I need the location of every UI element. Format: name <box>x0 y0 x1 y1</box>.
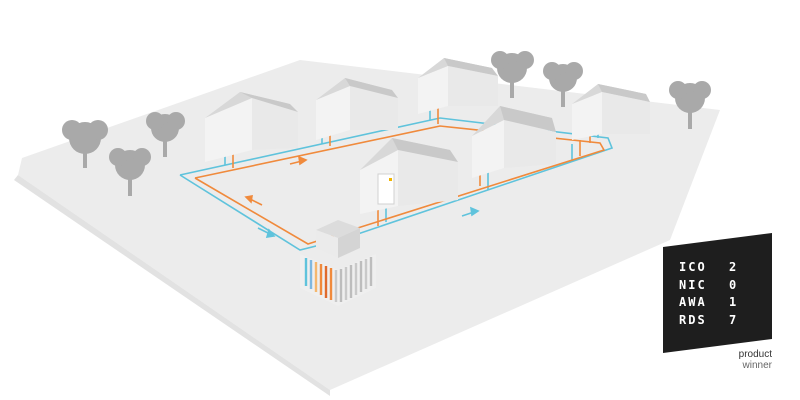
badge-word: NIC <box>679 277 707 292</box>
tree-icon <box>109 148 151 196</box>
award-caption: product winner <box>739 349 772 371</box>
award-caption-winner: winner <box>742 360 772 371</box>
badge-background <box>663 233 772 353</box>
flow-arrow-icon <box>289 155 308 166</box>
badge-year-digit: 7 <box>729 312 739 327</box>
house-icon <box>205 92 298 162</box>
house-icon <box>316 78 398 140</box>
flow-arrow-icon <box>244 195 263 206</box>
flow-arrow-icon <box>257 227 276 238</box>
house-icon <box>418 58 498 114</box>
badge-word: RDS <box>679 312 707 327</box>
badge-row: RDS 7 <box>679 312 738 330</box>
badge-word: ICO <box>679 260 707 274</box>
badge-year-digit: 1 <box>729 295 739 309</box>
tree-icon <box>669 81 711 129</box>
house-icon <box>572 84 650 140</box>
flow-arrow-icon <box>461 206 480 217</box>
ground-plane-edge <box>14 175 330 396</box>
tree-icon <box>146 112 185 157</box>
heat-pump-icon <box>377 173 395 205</box>
tree-icon <box>491 51 534 98</box>
borehole-field-icon <box>300 254 376 306</box>
badge-row: ICO 2 <box>679 259 738 277</box>
house-icon <box>472 106 556 178</box>
iconic-awards-badge: ICO 2 NIC 0 AWA 1 RDS 7 <box>663 233 772 353</box>
energy-center-icon <box>316 220 360 258</box>
tree-icon <box>543 62 583 107</box>
badge-year-digit: 2 <box>729 260 739 274</box>
badge-row: NIC 0 <box>679 277 738 295</box>
badge-text-grid: ICO 2 NIC 0 AWA 1 RDS 7 <box>679 259 738 329</box>
tree-icon <box>62 120 108 168</box>
badge-row: AWA 1 <box>679 294 738 312</box>
badge-word: AWA <box>679 295 707 309</box>
badge-year-digit: 0 <box>729 277 739 292</box>
award-caption-product: product <box>738 349 772 360</box>
